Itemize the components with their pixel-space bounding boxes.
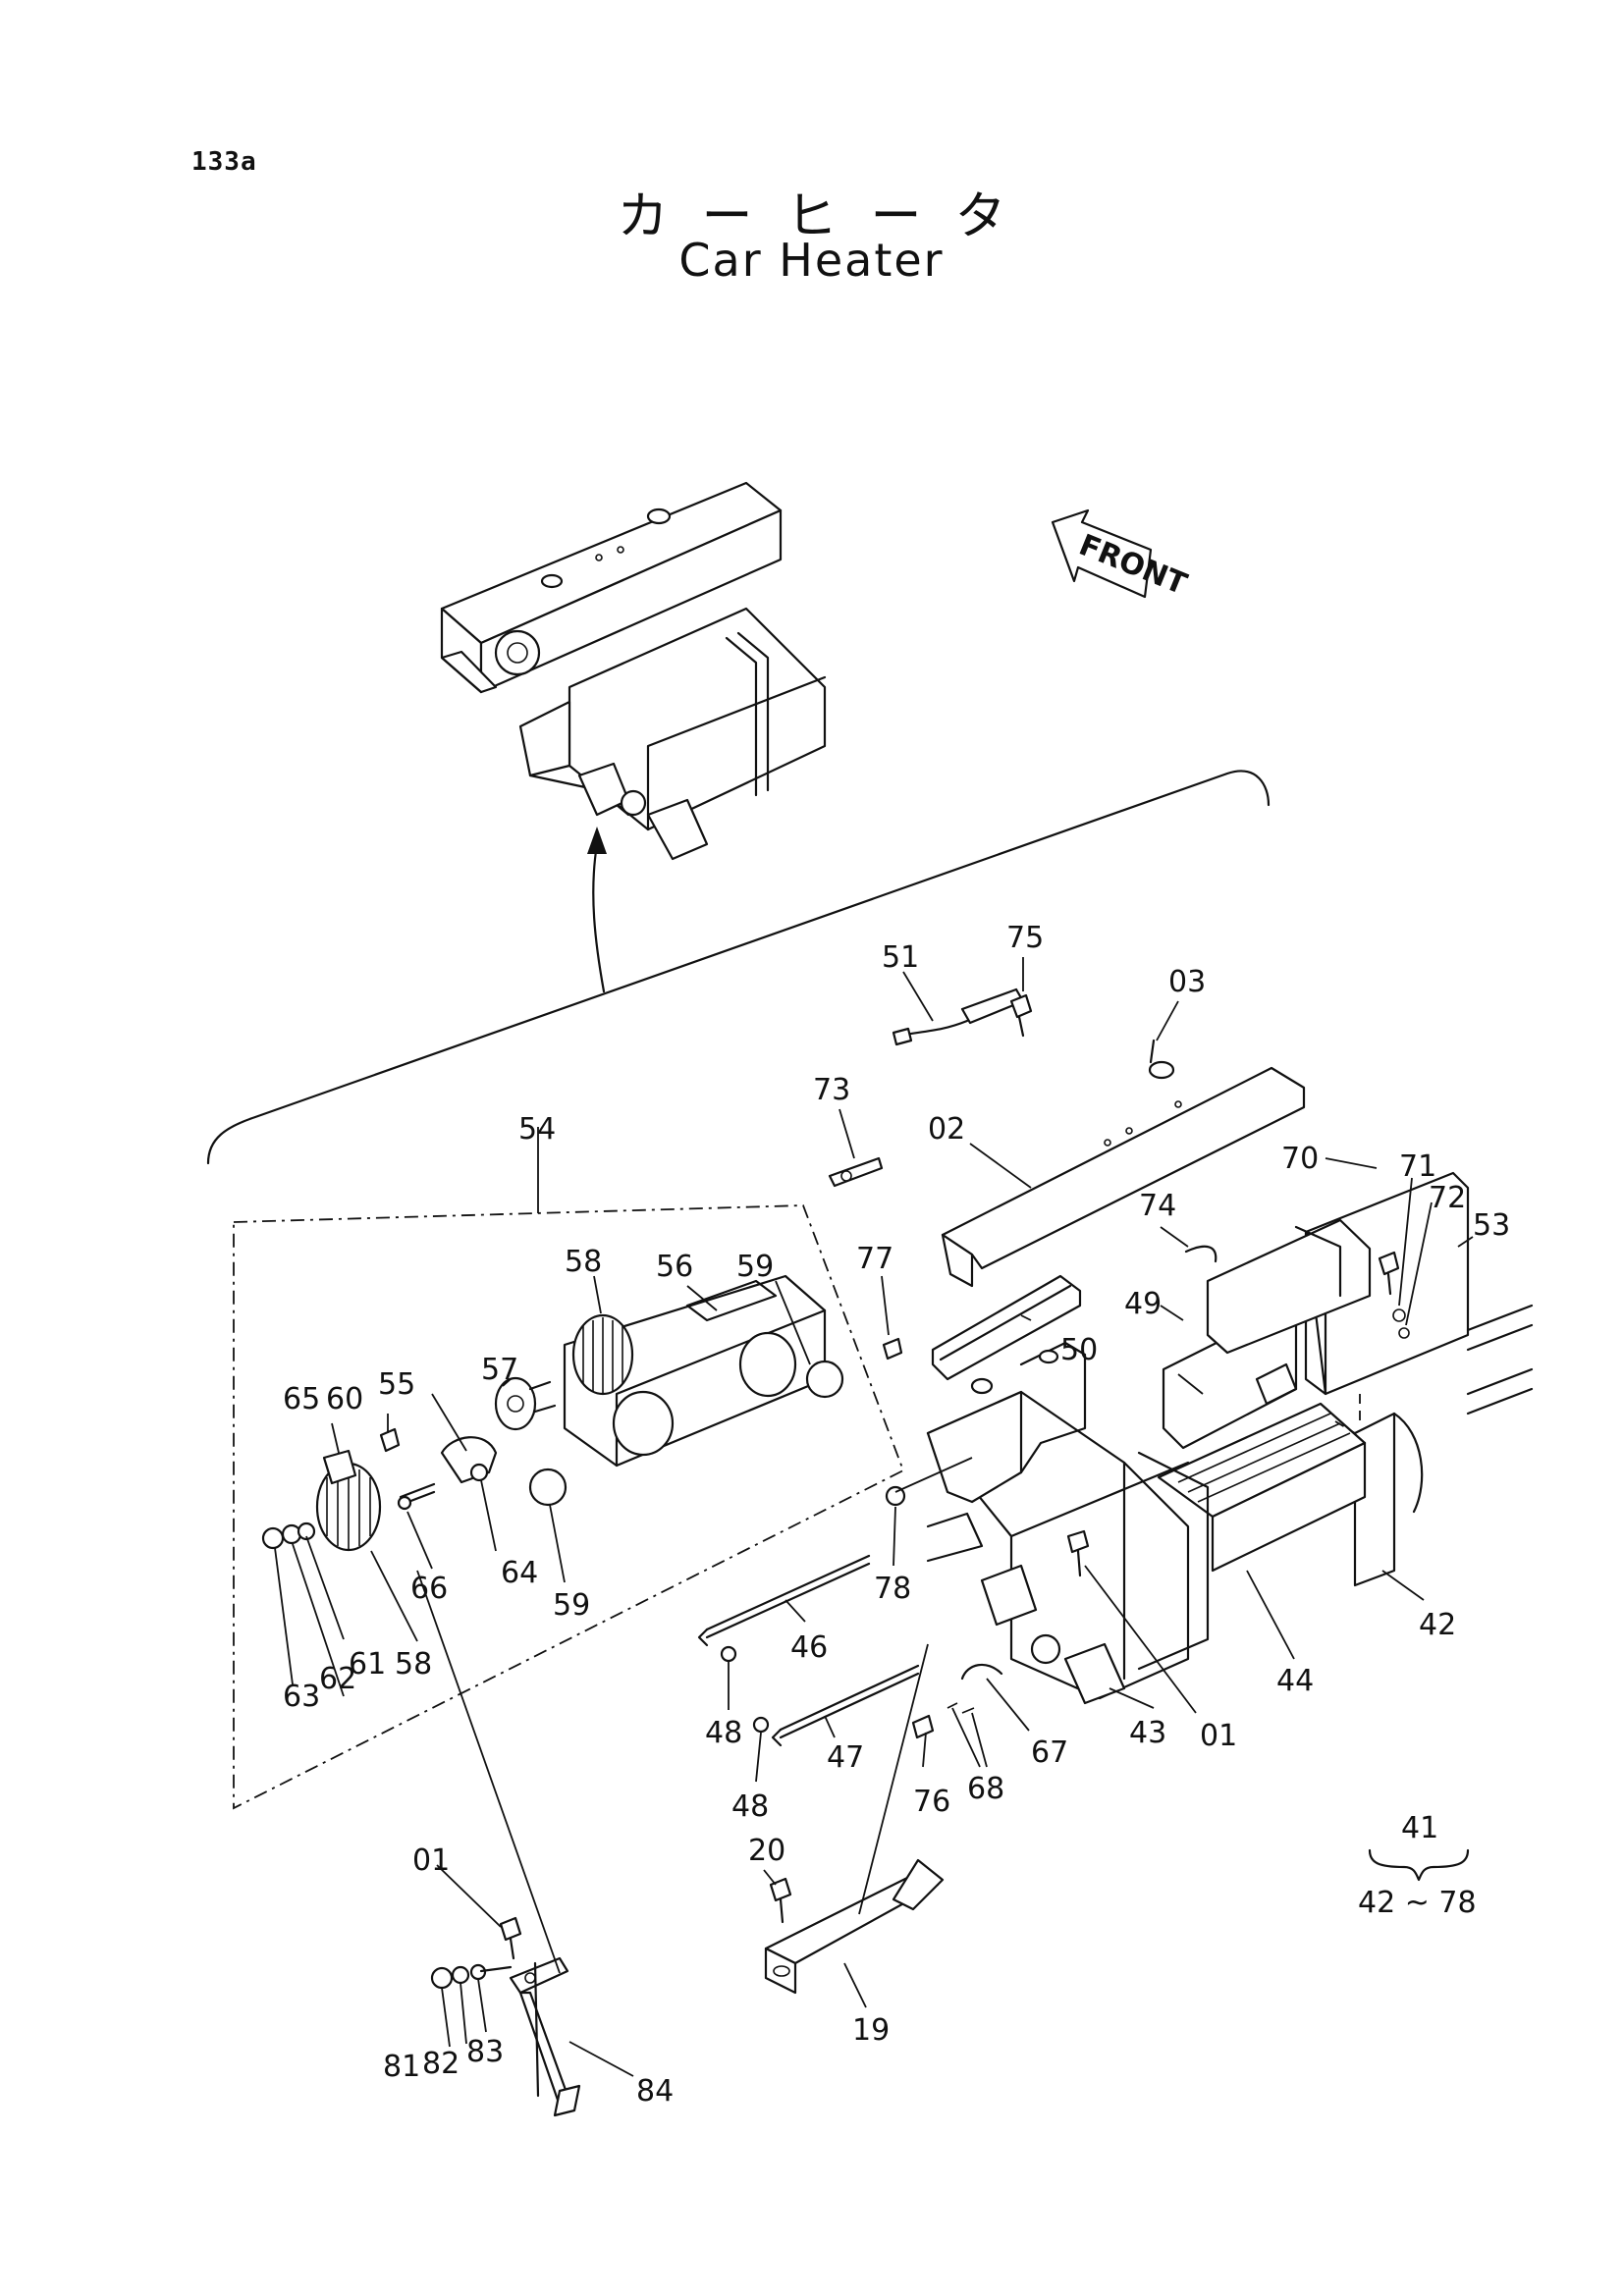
- callout-19: 19: [852, 2013, 890, 2048]
- assembled-heater-illustration: [440, 481, 827, 993]
- callout-57: 57: [481, 1353, 518, 1387]
- callout-48-upper: 48: [705, 1716, 742, 1750]
- callout-53: 53: [1473, 1208, 1510, 1243]
- callout-67: 67: [1031, 1735, 1068, 1770]
- callout-61: 61: [349, 1647, 386, 1682]
- callout-59-upper: 59: [736, 1250, 774, 1284]
- callout-84: 84: [636, 2074, 674, 2109]
- callout-63: 63: [283, 1680, 320, 1714]
- page-number: 133a: [191, 147, 257, 177]
- callout-64: 64: [501, 1556, 538, 1590]
- callout-56: 56: [656, 1250, 693, 1284]
- cover-group: [828, 988, 1306, 1381]
- callout-54: 54: [518, 1112, 556, 1147]
- callout-43: 43: [1129, 1716, 1166, 1750]
- callout-74: 74: [1139, 1189, 1176, 1223]
- callout-81: 81: [383, 2050, 420, 2084]
- title-english: Car Heater: [678, 234, 945, 287]
- callout-44: 44: [1276, 1664, 1314, 1698]
- callout-labels: 03 75 51 73 02 77 50 49 74 70 71 72 53 4…: [283, 921, 1510, 2109]
- view-separator-curve: [206, 770, 1271, 1165]
- callout-50: 50: [1060, 1333, 1098, 1367]
- assembly-reference: 41 42 ~ 78: [1358, 1811, 1477, 1920]
- leader-lines: [274, 957, 1474, 2077]
- callout-60: 60: [326, 1382, 363, 1416]
- callout-65: 65: [283, 1382, 320, 1416]
- callout-01-bracket: 01: [412, 1843, 450, 1878]
- callout-01-case: 01: [1200, 1719, 1237, 1753]
- assembly-range: 42 ~ 78: [1358, 1886, 1477, 1920]
- assembly-number: 41: [1401, 1811, 1438, 1845]
- kit-54-outline: [233, 1204, 905, 1810]
- callout-73: 73: [813, 1073, 850, 1107]
- callout-58-lower: 58: [395, 1647, 432, 1682]
- callout-47: 47: [827, 1740, 864, 1775]
- bracket-84-group: [430, 1916, 581, 2117]
- callout-75: 75: [1006, 921, 1044, 955]
- callout-76: 76: [913, 1785, 950, 1819]
- front-direction-arrow: FRONT: [1051, 508, 1192, 602]
- callout-70: 70: [1281, 1142, 1319, 1176]
- callout-83: 83: [466, 2035, 504, 2069]
- callout-72: 72: [1429, 1181, 1466, 1215]
- callout-46: 46: [790, 1630, 828, 1665]
- callout-59-lower: 59: [553, 1588, 590, 1623]
- callout-03: 03: [1168, 965, 1206, 999]
- callout-49: 49: [1124, 1287, 1162, 1321]
- callout-62: 62: [319, 1662, 356, 1696]
- blower-group: [261, 1274, 844, 1552]
- callout-48-lower: 48: [731, 1789, 769, 1824]
- callout-42: 42: [1419, 1608, 1456, 1642]
- callout-20: 20: [748, 1834, 785, 1868]
- callout-68: 68: [967, 1772, 1004, 1806]
- rods-group: [697, 1554, 1003, 1747]
- callout-77: 77: [856, 1242, 893, 1276]
- callout-51: 51: [882, 940, 919, 975]
- callout-78: 78: [874, 1572, 911, 1606]
- callout-58-upper: 58: [565, 1245, 602, 1279]
- callout-55: 55: [378, 1367, 415, 1402]
- heater-case-group: [885, 1171, 1534, 1705]
- callout-66: 66: [410, 1572, 448, 1606]
- callout-82: 82: [422, 2047, 460, 2081]
- callout-71: 71: [1399, 1149, 1436, 1184]
- title-japanese: カーヒータ: [617, 187, 1040, 246]
- stay-group: [764, 1858, 945, 1995]
- callout-02: 02: [928, 1112, 965, 1147]
